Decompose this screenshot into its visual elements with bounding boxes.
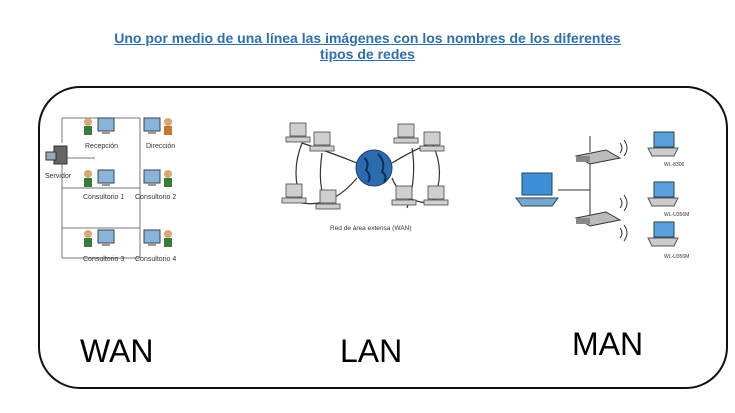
wan-globe-diagram: Red de área extensa (WAN) bbox=[281, 122, 449, 232]
device-label-1: WL-8306 bbox=[664, 162, 685, 168]
word-wan[interactable]: WAN bbox=[80, 333, 154, 369]
signal-waves-icon bbox=[619, 139, 628, 242]
wan-caption: Red de área extensa (WAN) bbox=[330, 225, 411, 232]
node-label-recepcion: Recepción bbox=[85, 143, 118, 150]
node-label-consultorio-1: Consultorio 1 bbox=[83, 194, 124, 201]
wan-computer-icon bbox=[309, 131, 335, 152]
router-icon bbox=[574, 136, 622, 165]
globe-icon bbox=[355, 149, 393, 187]
office3-computer-icon bbox=[84, 229, 115, 247]
server-icon bbox=[45, 145, 68, 165]
word-man[interactable]: MAN bbox=[572, 326, 644, 362]
node-label-consultorio-2: Consultorio 2 bbox=[135, 194, 176, 201]
node-label-direccion: Dirección bbox=[146, 143, 175, 150]
device-label-2: WL-U356M bbox=[664, 212, 689, 218]
wireless-device-icon bbox=[647, 181, 679, 207]
instruction-title: Uno por medio de una línea las imágenes … bbox=[0, 30, 735, 62]
instruction-title-line2: tipos de redes bbox=[320, 46, 415, 62]
wireless-device-icon bbox=[647, 221, 679, 247]
wireless-device-icon bbox=[647, 131, 679, 157]
word-lan[interactable]: LAN bbox=[340, 333, 403, 369]
office1-computer-icon bbox=[84, 169, 115, 187]
node-label-consultorio-4: Consultorio 4 bbox=[135, 256, 176, 263]
wan-computer-icon bbox=[393, 123, 419, 144]
wan-computer-icon bbox=[391, 185, 417, 206]
office-network-diagram: Servidor Recepción Dirección Consultorio… bbox=[45, 117, 176, 263]
device-label-3: WL-U356M bbox=[664, 254, 689, 260]
router-icon bbox=[574, 200, 622, 227]
node-label-consultorio-3: Consultorio 3 bbox=[83, 256, 124, 263]
exercise-frame bbox=[38, 86, 728, 389]
server-label: Servidor bbox=[45, 173, 72, 180]
office4-computer-icon bbox=[143, 229, 172, 247]
reception-computer-icon bbox=[84, 117, 115, 135]
wan-computer-icon bbox=[285, 122, 311, 143]
wireless-network-diagram: WL-8306 WL-U356M WL-U356M bbox=[515, 131, 689, 260]
wan-computer-icon bbox=[315, 189, 341, 210]
office2-computer-icon bbox=[143, 169, 172, 187]
wan-computer-icon bbox=[281, 183, 307, 204]
wan-computer-icon bbox=[419, 131, 445, 152]
wan-computer-icon bbox=[423, 185, 449, 206]
laptop-icon bbox=[515, 172, 559, 207]
direction-computer-icon bbox=[143, 117, 172, 135]
instruction-title-line1: Uno por medio de una línea las imágenes … bbox=[114, 30, 621, 46]
